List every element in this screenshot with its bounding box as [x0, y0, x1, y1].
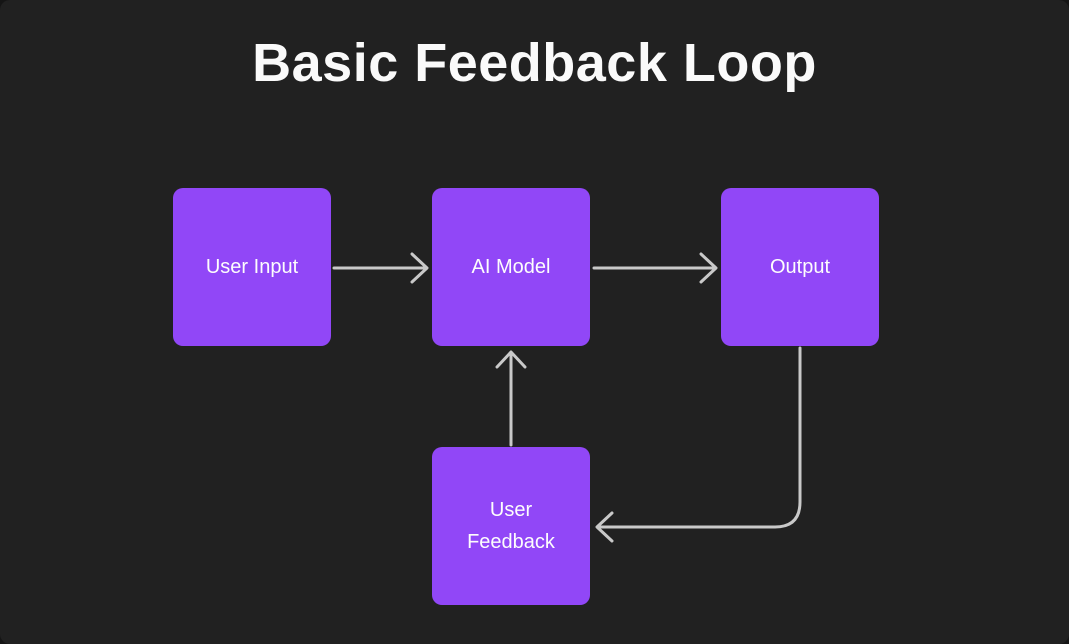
node-ai-model-label: AI Model: [471, 256, 551, 278]
edge-userfeedback-to-aimodel: [495, 350, 527, 447]
node-user-feedback[interactable]: User Feedback: [432, 447, 590, 605]
edge-output-to-userfeedback: [595, 346, 802, 543]
node-output-label: Output: [769, 256, 831, 278]
diagram-title: Basic Feedback Loop: [252, 33, 817, 93]
node-ai-model[interactable]: AI Model: [432, 188, 590, 346]
node-user-input-label: User Input: [205, 256, 299, 278]
node-user-feedback-label: User Feedback: [467, 499, 555, 553]
node-user-input[interactable]: User Input: [173, 188, 331, 346]
edge-aimodel-to-output: [592, 252, 718, 284]
edge-userinput-to-aimodel: [332, 252, 429, 284]
node-output[interactable]: Output: [721, 188, 879, 346]
